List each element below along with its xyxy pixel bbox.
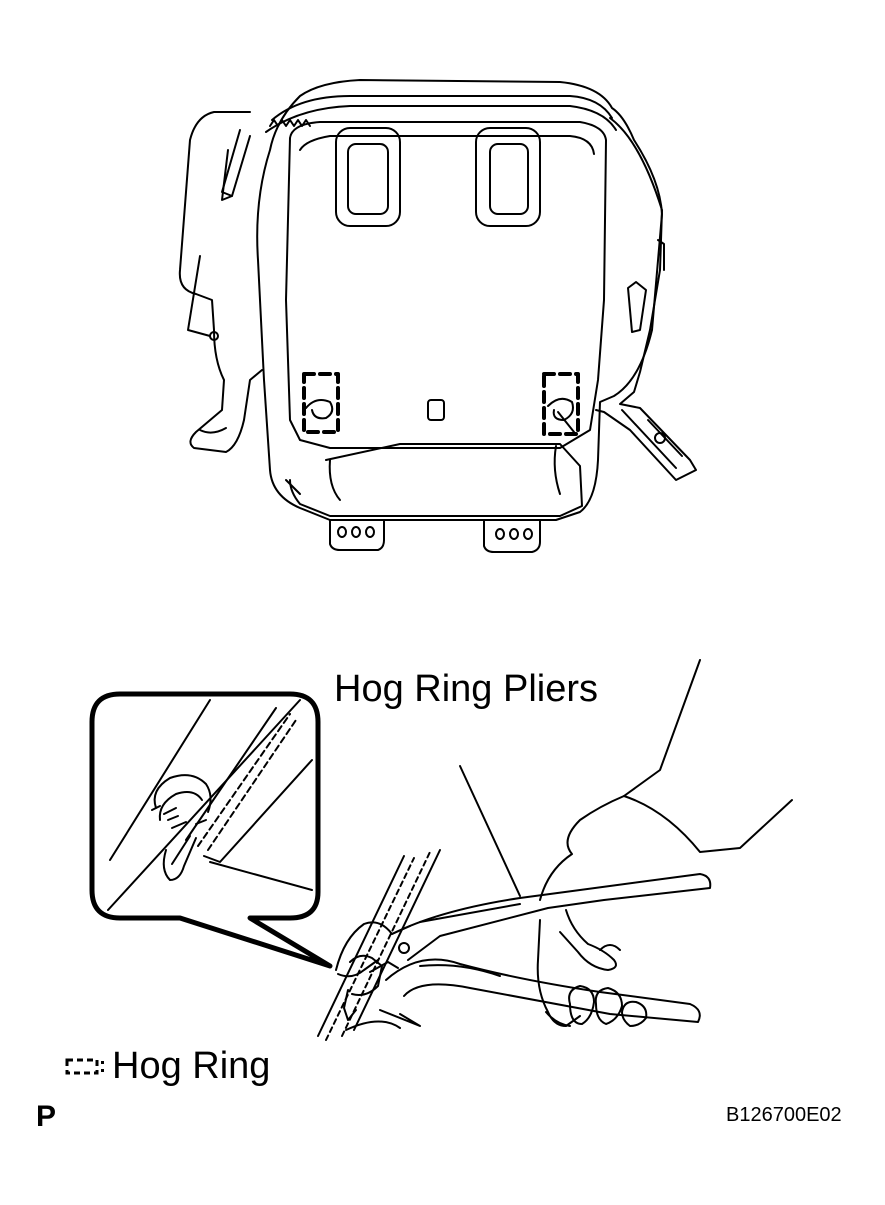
inset-frame — [89, 691, 333, 969]
cushion-opening-right — [475, 127, 541, 227]
page-letter: P — [36, 1100, 57, 1133]
cushion-shell — [256, 79, 663, 521]
mounting-foot-right — [483, 519, 541, 553]
detail-inset — [89, 691, 333, 969]
hog-ring-legend-label: Hog Ring — [112, 1045, 271, 1087]
pliers-lower-handle — [385, 958, 701, 1023]
mounting-foot-left — [329, 519, 385, 551]
dashed-bracket-icon — [65, 1058, 104, 1074]
hog-ring-pliers-illustration — [317, 659, 793, 1041]
hog-ring-legend: Hog Ring — [64, 1045, 270, 1088]
figure-code: B126700E02 — [726, 1104, 842, 1126]
seat-cushion-illustration — [178, 79, 697, 553]
hog-ring-marker-left — [302, 372, 340, 434]
cushion-inner-frame — [285, 121, 607, 449]
center-slot — [427, 399, 445, 421]
hand — [539, 659, 701, 901]
cushion-opening-left — [335, 127, 401, 227]
inset-hog-ring — [153, 774, 212, 813]
right-side-bracket — [595, 117, 697, 481]
hog-ring-marker-right — [542, 372, 580, 436]
pliers-upper-handle — [391, 873, 712, 961]
pliers-callout-label: Hog Ring Pliers — [334, 668, 598, 710]
pliers-leader-line — [459, 765, 521, 897]
left-side-cover — [178, 111, 263, 453]
cushion-front-lip — [289, 443, 583, 517]
